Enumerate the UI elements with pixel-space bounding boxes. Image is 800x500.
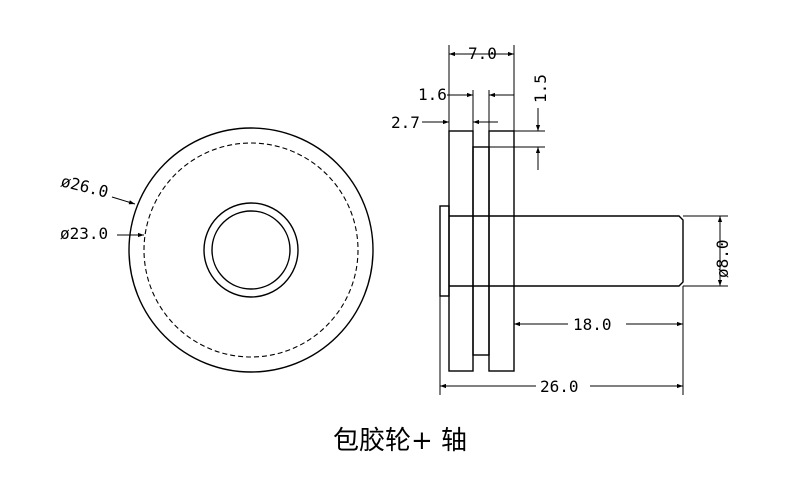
leader-outer-diameter [111,196,136,205]
label-shaft-length: 18.0 [573,315,612,334]
front-view: ø26.0 ø23.0 [59,127,374,373]
right-flange [488,130,515,372]
label-gap: 2.7 [391,113,420,132]
left-flange [448,130,474,372]
hub-outer-circle [203,202,299,298]
label-shaft-diameter: ø8.0 [713,239,732,278]
label-inner-diameter: ø23.0 [60,224,108,243]
label-flange-thickness: 1.6 [418,85,447,104]
hub-protrusion [439,205,450,297]
shaft [449,215,684,287]
label-total-length: 26.0 [540,377,579,396]
center-groove [472,146,490,356]
drawing-caption: 包胶轮+ 轴 [332,426,468,456]
outer-circle [128,127,374,373]
label-width-total: 7.0 [468,44,497,63]
hub-inner-circle [211,210,291,290]
side-view: 7.0 1.6 2.7 1.5 ø8.0 18.0 26.0 [391,44,732,396]
inner-dashed-circle [143,142,359,358]
label-outer-diameter: ø26.0 [59,171,110,201]
label-groove-depth: 1.5 [531,74,550,103]
